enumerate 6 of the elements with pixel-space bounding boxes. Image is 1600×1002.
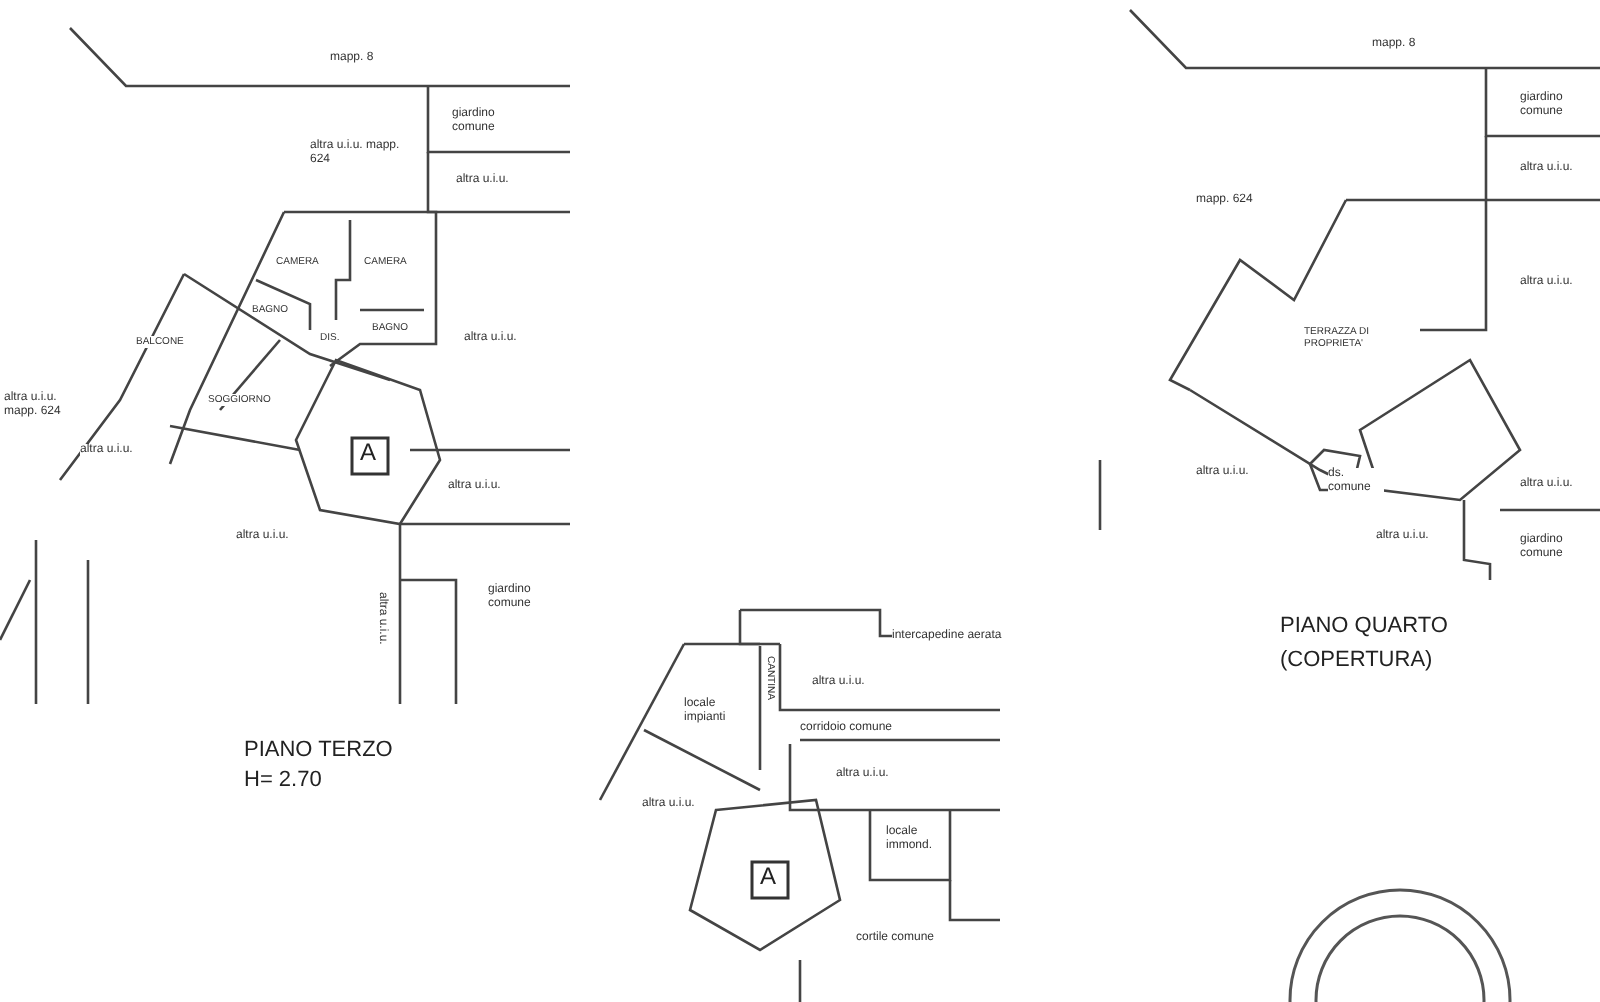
stair-letter: A bbox=[360, 440, 377, 466]
stair-letter: A bbox=[760, 864, 777, 890]
floor-title: PIANO TERZO bbox=[244, 738, 393, 762]
floor-height: H= 2.70 bbox=[244, 768, 322, 792]
floor-title: PIANO QUARTO bbox=[1280, 614, 1448, 638]
floor-subtitle: (COPERTURA) bbox=[1280, 648, 1433, 672]
